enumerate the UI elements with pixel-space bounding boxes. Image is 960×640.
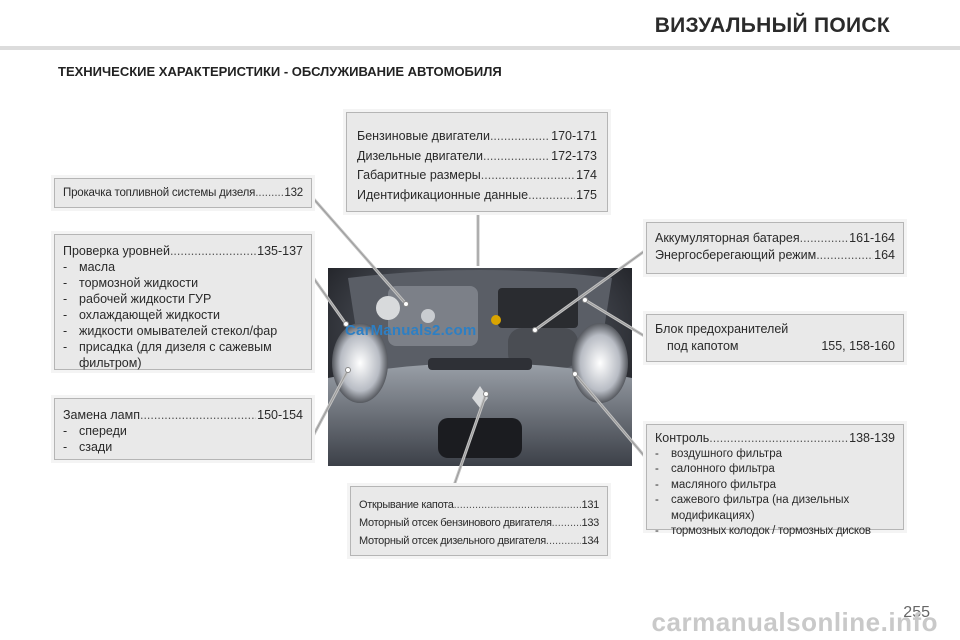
index-row[interactable]: Моторный отсек бензинового двигателя 133 — [359, 514, 599, 532]
footer-watermark: carmanualsonline.info — [651, 607, 938, 637]
page-ref: 170-171 — [551, 129, 597, 143]
list-item: -масляного фильтра — [655, 478, 777, 491]
index-label: Идентификационные данные — [357, 187, 529, 202]
engines-box: Бензиновые двигатели 170-171 Дизельные дв… — [346, 112, 608, 212]
page-ref: 138-139 — [849, 431, 895, 445]
list-item: -салонного фильтра — [655, 463, 775, 475]
page-ref: 155, 158-160 — [821, 339, 895, 353]
index-row[interactable]: Моторный отсек дизельного двигателя 134 — [359, 532, 599, 550]
control-box: Контроль 138-139 -воздушного фильтра -сал… — [646, 424, 904, 537]
list-item: -тормозной жидкости — [63, 276, 199, 290]
index-row[interactable]: Контроль 138-139 — [655, 431, 895, 447]
index-row[interactable]: Бензиновые двигатели 170-171 — [357, 127, 597, 147]
index-label: Дизельные двигатели — [357, 148, 483, 163]
dot-leader — [709, 431, 848, 447]
dot-leader — [546, 532, 581, 550]
index-row[interactable]: под капотом 155, 158-160 — [655, 338, 895, 355]
page-ref: 161-164 — [849, 231, 895, 245]
page-ref: 150-154 — [257, 408, 303, 422]
dot-leader — [800, 230, 848, 247]
index-label: Замена ламп — [63, 408, 140, 422]
dot-leader — [490, 127, 550, 147]
list-item: -рабочей жидкости ГУР — [63, 292, 212, 306]
index-label: Открывание капота — [359, 499, 454, 511]
index-label: под капотом — [667, 339, 739, 353]
dot-leader — [140, 407, 256, 423]
list-item: -воздушного фильтра — [655, 447, 782, 460]
index-label: Энергосберегающий режим — [655, 248, 817, 262]
dot-leader — [738, 338, 821, 355]
index-row[interactable]: Энергосберегающий режим 164 — [655, 247, 895, 264]
page-ref: 172-173 — [551, 148, 597, 163]
dot-leader — [483, 147, 550, 167]
index-label: Габаритные размеры — [357, 168, 481, 182]
index-label: Бензиновые двигатели — [357, 129, 490, 143]
index-label: Контроль — [655, 431, 710, 445]
list-item: -сажевого фильтра (на дизельных модифика… — [655, 494, 850, 522]
list-item: -охлаждающей жидкости — [63, 308, 220, 322]
page-ref: 134 — [581, 535, 600, 547]
index-label: Моторный отсек бензинового двигателя — [359, 517, 552, 529]
page-ref: 135-137 — [257, 244, 303, 258]
index-label: Моторный отсек дизельного двигателя — [359, 535, 546, 547]
page-ref: 174 — [576, 168, 597, 182]
fuse-box-box: Блок предохранителей под капотом 155, 158… — [646, 314, 904, 362]
index-label: Аккумуляторная батарея — [655, 231, 800, 245]
index-label: Прокачка топливной системы дизеля — [63, 187, 256, 199]
list-item: -сзади — [63, 440, 113, 454]
index-row[interactable]: Замена ламп 150-154 — [63, 407, 303, 423]
list-item: -спереди — [63, 424, 127, 438]
index-row[interactable]: Идентификационные данные 175 — [357, 186, 597, 206]
list-item: -масла — [63, 260, 116, 274]
battery-box: Аккумуляторная батарея 161-164 Энергосбер… — [646, 222, 904, 274]
list-item: -присадка (для дизеля с сажевым фильтром… — [63, 340, 272, 370]
lamp-replacement-box: Замена ламп 150-154 -спереди -сзади — [54, 398, 312, 460]
index-label: Проверка уровней — [63, 244, 170, 258]
engine-bay-photo — [328, 268, 632, 466]
engine-bay-illustration — [328, 268, 632, 466]
index-row[interactable]: Габаритные размеры 174 — [357, 166, 597, 186]
section-title: ТЕХНИЧЕСКИЕ ХАРАКТЕРИСТИКИ - ОБСЛУЖИВАНИ… — [58, 64, 502, 79]
page-ref: 133 — [581, 517, 600, 529]
fuel-priming-box: Прокачка топливной системы дизеля 132 — [54, 178, 312, 208]
index-label: Блок предохранителей — [655, 322, 789, 336]
page-title: ВИЗУАЛЬНЫЙ ПОИСК — [654, 14, 890, 37]
index-row[interactable]: Аккумуляторная батарея 161-164 — [655, 230, 895, 247]
page-ref: 175 — [576, 187, 597, 202]
bonnet-box: Открывание капота 131 Моторный отсек бенз… — [350, 486, 608, 556]
page-ref: 132 — [284, 187, 303, 199]
list-item: -жидкости омывателей стекол/фар — [63, 324, 278, 338]
index-row[interactable]: Открывание капота 131 — [359, 496, 599, 514]
page-number: 255 — [903, 604, 930, 621]
index-row[interactable]: Дизельные двигатели 172-173 — [357, 147, 597, 167]
list-item: -тормозных колодок / тормозных дисков — [655, 525, 871, 537]
page-ref: 164 — [874, 248, 895, 262]
dot-leader — [816, 247, 873, 264]
dot-leader — [528, 186, 575, 206]
photo-watermark: CarManuals2.com — [345, 322, 477, 339]
page-ref: 131 — [581, 499, 600, 511]
header-rule — [0, 46, 960, 50]
dot-leader — [170, 243, 256, 259]
dot-leader — [255, 185, 283, 201]
dot-leader — [481, 166, 575, 186]
dot-leader — [552, 514, 581, 532]
index-row[interactable]: Проверка уровней 135-137 — [63, 243, 303, 259]
levels-check-box: Проверка уровней 135-137 -масла -тормозно… — [54, 234, 312, 370]
index-row[interactable]: Прокачка топливной системы дизеля 132 — [63, 185, 303, 201]
dot-leader — [454, 496, 581, 514]
